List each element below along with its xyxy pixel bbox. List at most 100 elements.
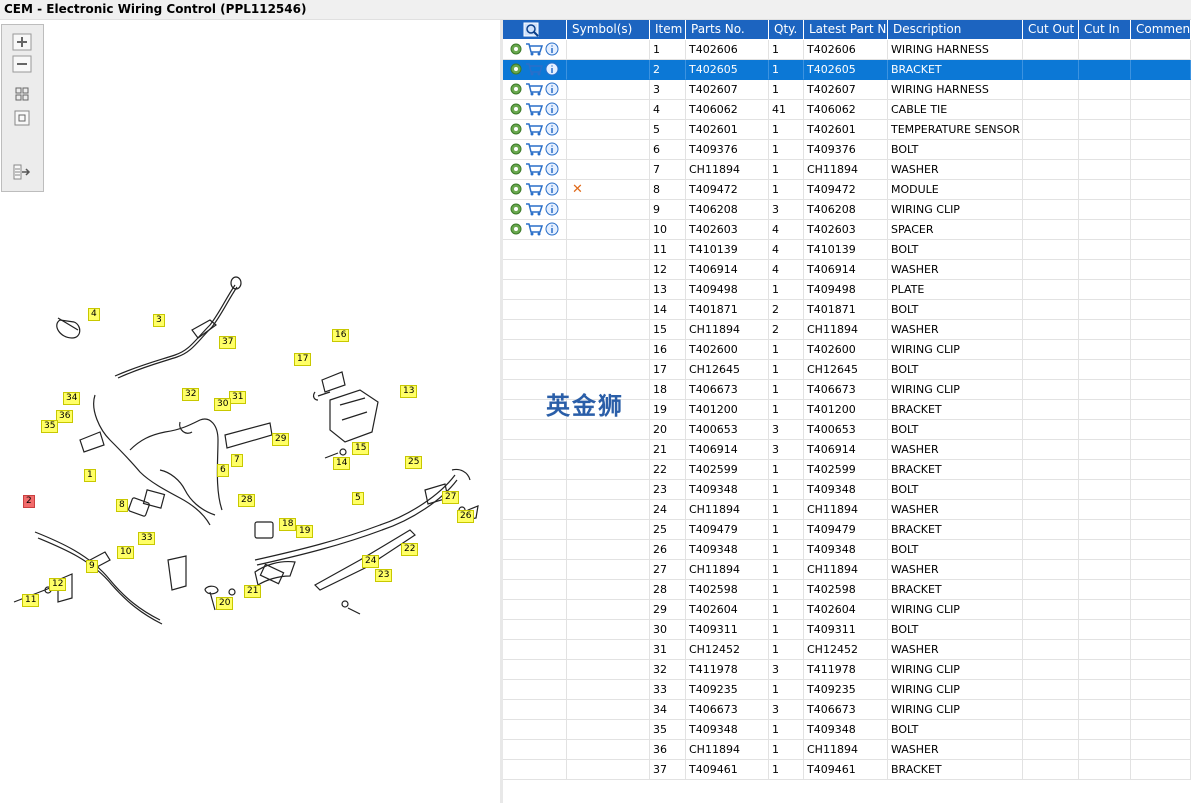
actual-size-icon[interactable] [12,109,32,127]
column-header-description[interactable]: Description [888,20,1023,39]
callout-23[interactable]: 23 [375,569,393,582]
add-to-cart-icon[interactable] [525,62,543,76]
info-icon[interactable] [545,82,559,96]
zoom-in-icon[interactable] [12,33,32,51]
settings-gear-icon[interactable] [509,82,523,96]
callout-37[interactable]: 37 [219,336,237,349]
fit-page-icon[interactable] [12,85,32,103]
search-parts-icon[interactable] [523,22,541,38]
pane-splitter[interactable] [500,20,503,803]
callout-9[interactable]: 9 [86,560,98,573]
callout-11[interactable]: 11 [22,594,40,607]
settings-gear-icon[interactable] [509,122,523,136]
add-to-cart-icon[interactable] [525,182,543,196]
callout-18[interactable]: 18 [279,518,297,531]
callout-16[interactable]: 16 [332,329,350,342]
callout-8[interactable]: 8 [116,499,128,512]
callout-14[interactable]: 14 [333,457,351,470]
callout-1[interactable]: 1 [84,469,96,482]
info-icon[interactable] [545,182,559,196]
settings-gear-icon[interactable] [509,222,523,236]
callout-24[interactable]: 24 [362,555,380,568]
column-header-item[interactable]: Item [650,20,686,39]
column-header-tools[interactable] [503,20,567,39]
callout-21[interactable]: 21 [244,585,262,598]
column-header-comment[interactable]: Comment [1131,20,1191,39]
callout-29[interactable]: 29 [272,433,290,446]
callout-32[interactable]: 32 [182,388,200,401]
settings-gear-icon[interactable] [509,162,523,176]
callout-6[interactable]: 6 [217,464,229,477]
column-header-qty[interactable]: Qty. [769,20,804,39]
info-icon[interactable] [545,62,559,76]
callout-19[interactable]: 19 [296,525,314,538]
info-icon[interactable] [545,102,559,116]
callout-2[interactable]: 2 [23,495,35,508]
settings-gear-icon[interactable] [509,142,523,156]
settings-gear-icon[interactable] [509,202,523,216]
settings-gear-icon[interactable] [509,102,523,116]
callout-15[interactable]: 15 [352,442,370,455]
info-icon[interactable] [545,202,559,216]
callout-13[interactable]: 13 [400,385,418,398]
callout-36[interactable]: 36 [56,410,74,423]
callout-28[interactable]: 28 [238,494,256,507]
callout-3[interactable]: 3 [153,314,165,327]
info-icon[interactable] [545,142,559,156]
column-header-latest-part-no[interactable]: Latest Part No. [804,20,897,39]
callout-17[interactable]: 17 [294,353,312,366]
add-to-cart-icon[interactable] [525,122,543,136]
column-header-symbols[interactable]: Symbol(s) [567,20,650,39]
info-icon[interactable] [545,122,559,136]
info-icon[interactable] [545,162,559,176]
add-to-cart-icon[interactable] [525,142,543,156]
export-list-icon[interactable] [12,163,32,181]
callout-30[interactable]: 30 [214,398,232,411]
info-icon[interactable] [545,222,559,236]
settings-gear-icon[interactable] [509,182,523,196]
callout-31[interactable]: 31 [229,391,247,404]
callout-26[interactable]: 26 [457,510,475,523]
callout-5[interactable]: 5 [352,492,364,505]
callout-7[interactable]: 7 [231,454,243,467]
callout-25[interactable]: 25 [405,456,423,469]
column-header-cut-out[interactable]: Cut Out [1023,20,1079,39]
callout-27[interactable]: 27 [442,491,460,504]
callout-34[interactable]: 34 [63,392,81,405]
callout-10[interactable]: 10 [117,546,135,559]
add-to-cart-icon[interactable] [525,162,543,176]
zoom-out-icon[interactable] [12,55,32,73]
